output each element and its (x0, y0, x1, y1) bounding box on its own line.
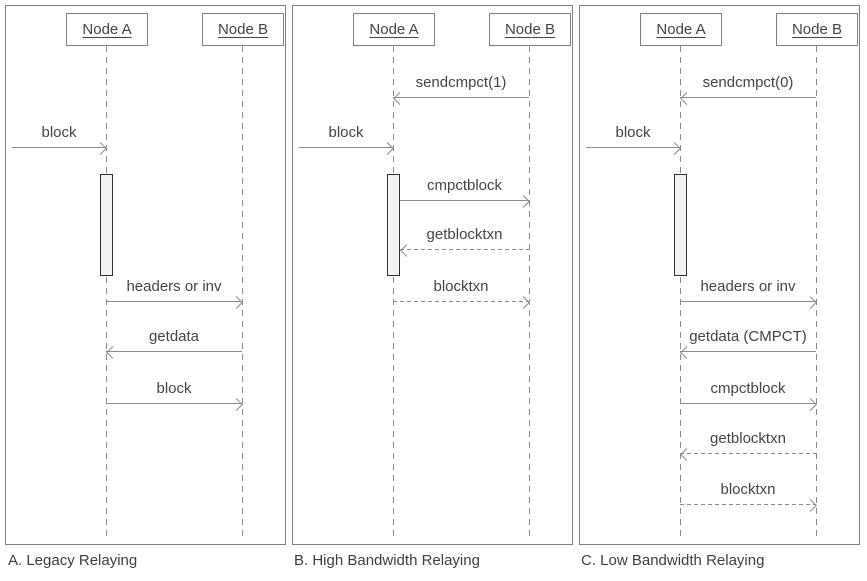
node-b-label: Node B (791, 21, 843, 38)
node-a-box: Node A (66, 13, 148, 46)
arrowhead-icon (804, 296, 817, 309)
message-label: blocktxn (433, 278, 489, 295)
arrowhead-icon (94, 142, 107, 155)
message-line (680, 453, 816, 454)
message-label: block (328, 124, 364, 141)
arrowhead-icon (804, 398, 817, 411)
arrowhead-icon (230, 296, 243, 309)
message-line (680, 301, 816, 302)
node-a-label: Node A (656, 21, 706, 38)
arrowhead-icon (230, 398, 243, 411)
arrowhead-icon (680, 92, 693, 105)
node-a-lifeline (393, 46, 394, 541)
activation-bar (674, 174, 687, 276)
message-label: getdata (148, 328, 200, 345)
arrowhead-icon (393, 92, 406, 105)
node-a-label: Node A (82, 21, 132, 38)
panel-legacy-relaying: Node A Node B block headers or inv getdata… (5, 5, 286, 545)
message-line (299, 147, 393, 148)
arrowhead-icon (680, 346, 693, 359)
activation-bar (100, 174, 113, 276)
node-b-lifeline (529, 46, 530, 541)
message-label: getblocktxn (710, 430, 786, 447)
message-line (393, 301, 529, 302)
message-line (400, 249, 529, 250)
node-b-lifeline (242, 46, 243, 541)
arrowhead-icon (517, 195, 530, 208)
message-label: block (41, 124, 77, 141)
message-label: headers or inv (126, 278, 222, 295)
messages-layer: block headers or inv getdata block (6, 6, 285, 544)
message-line (680, 97, 816, 98)
node-a-box: Node A (640, 13, 722, 46)
message-line (106, 301, 242, 302)
arrowhead-icon (400, 244, 413, 257)
caption-low-bandwidth-relaying: C. Low Bandwidth Relaying (581, 552, 765, 569)
message-label: blocktxn (720, 481, 776, 498)
message-line (106, 351, 242, 352)
panel-high-bandwidth-relaying: Node A Node B sendcmpct(1) block cmpctbloc… (292, 5, 573, 545)
arrowhead-icon (668, 142, 681, 155)
messages-layer: sendcmpct(0) block headers or inv getdata (… (580, 6, 859, 544)
message-line (106, 403, 242, 404)
arrowhead-icon (381, 142, 394, 155)
node-b-box: Node B (776, 13, 858, 46)
node-a-lifeline (106, 46, 107, 541)
message-label: cmpctblock (426, 177, 503, 194)
caption-legacy-relaying: A. Legacy Relaying (8, 552, 138, 569)
message-line (680, 351, 816, 352)
arrowhead-icon (680, 448, 693, 461)
message-label: getdata (CMPCT) (689, 328, 807, 345)
node-a-box: Node A (353, 13, 435, 46)
arrowhead-icon (804, 499, 817, 512)
caption-high-bandwidth-relaying: B. High Bandwidth Relaying (294, 552, 480, 569)
message-line (680, 504, 816, 505)
message-label: block (156, 380, 192, 397)
message-label: headers or inv (700, 278, 796, 295)
message-label: cmpctblock (710, 380, 786, 397)
message-line (12, 147, 106, 148)
arrowhead-icon (517, 296, 530, 309)
message-label: getblocktxn (426, 226, 503, 243)
node-b-lifeline (816, 46, 817, 541)
node-a-label: Node A (369, 21, 419, 38)
message-label: sendcmpct(0) (702, 74, 794, 91)
node-b-label: Node B (217, 21, 269, 38)
arrowhead-icon (106, 346, 119, 359)
node-b-box: Node B (489, 13, 571, 46)
message-label: sendcmpct(1) (415, 74, 507, 91)
message-line (393, 97, 529, 98)
message-label: block (615, 124, 651, 141)
node-b-box: Node B (202, 13, 284, 46)
panel-low-bandwidth-relaying: Node A Node B sendcmpct(0) block headers o… (579, 5, 860, 545)
activation-bar (387, 174, 400, 276)
node-a-lifeline (680, 46, 681, 541)
message-line (586, 147, 680, 148)
messages-layer: sendcmpct(1) block cmpctblock getblocktxn bl… (293, 6, 572, 544)
node-b-label: Node B (504, 21, 556, 38)
message-line (400, 200, 529, 201)
message-line (680, 403, 816, 404)
